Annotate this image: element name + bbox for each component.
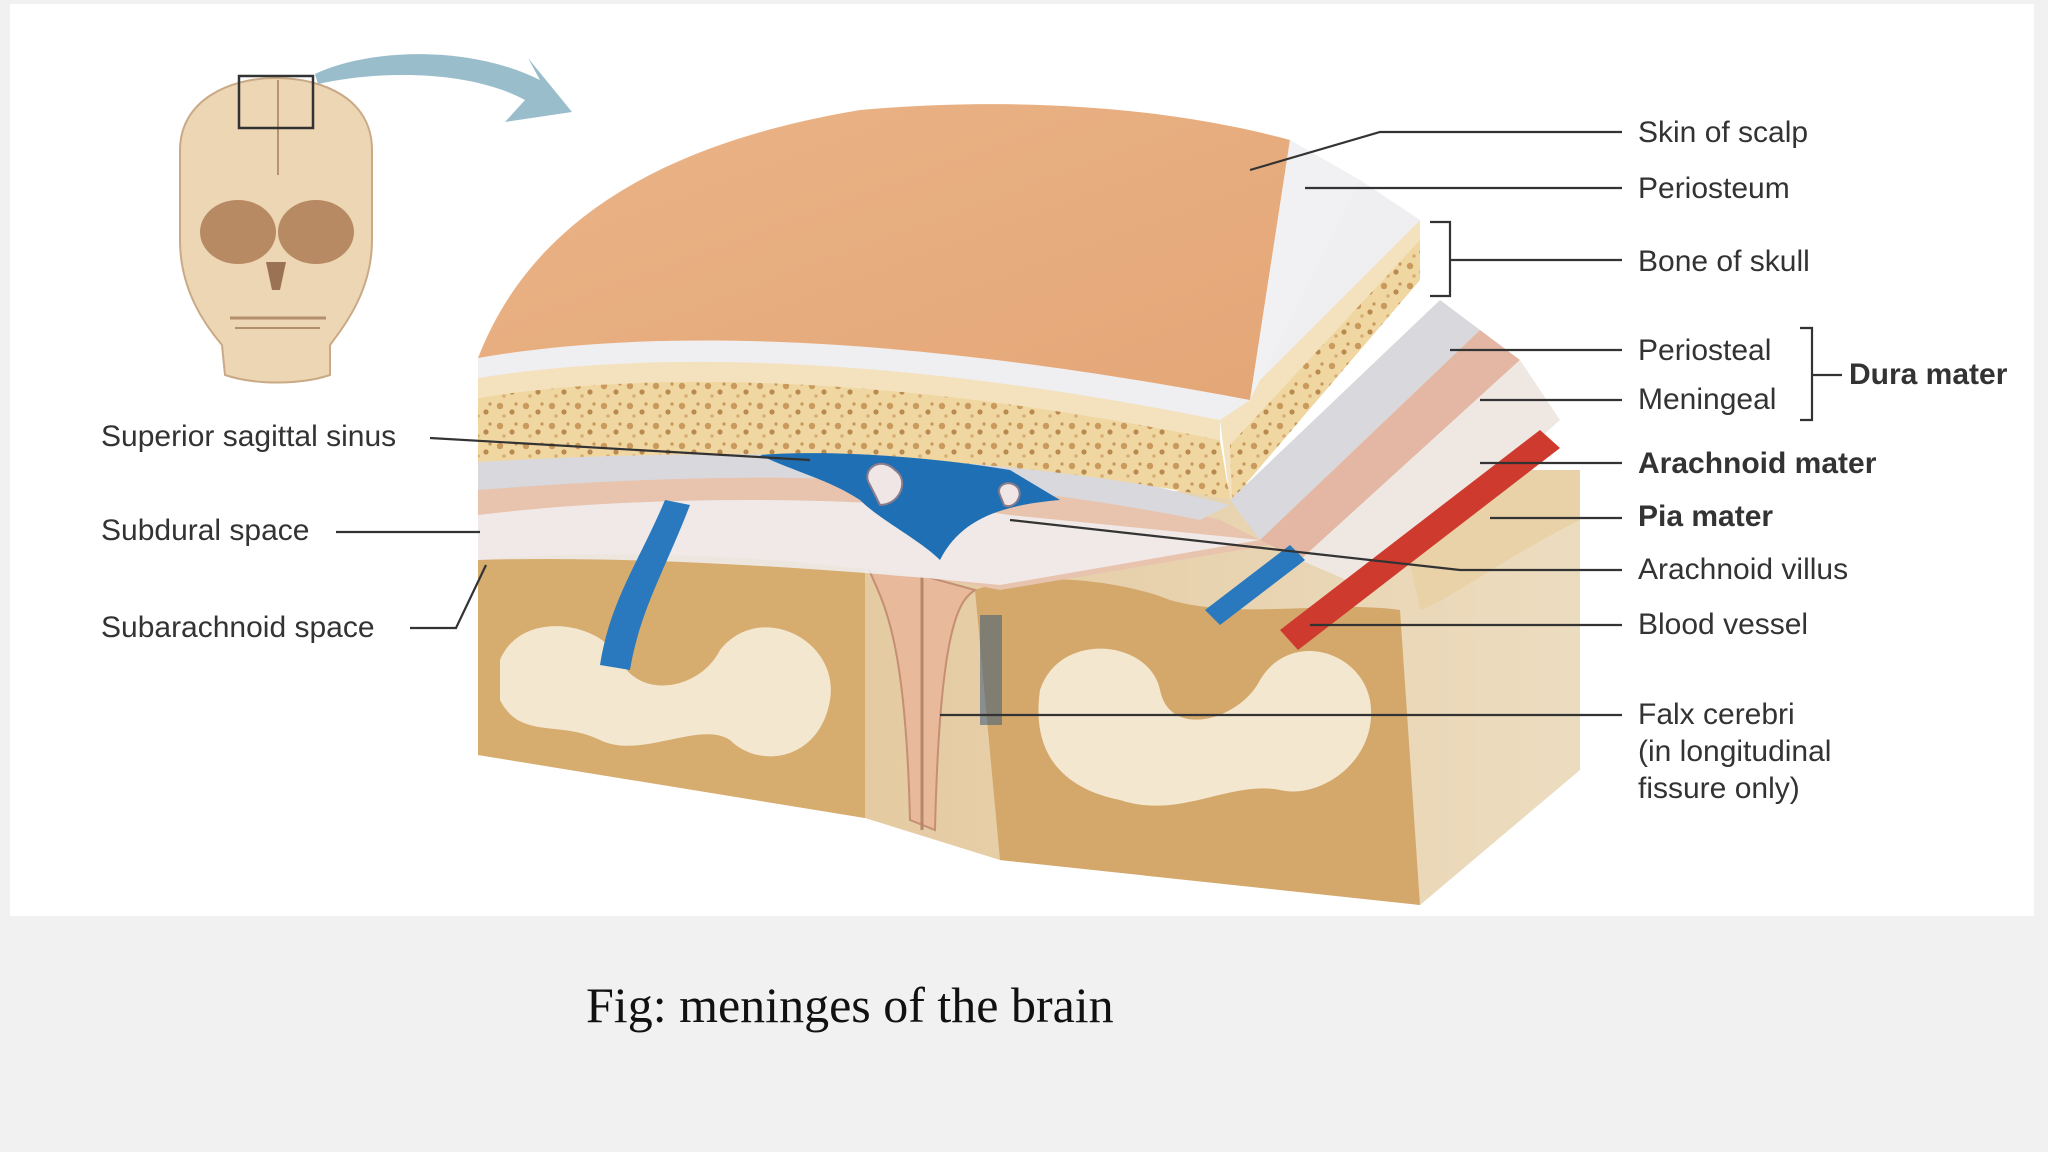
curved-arrow-icon	[315, 54, 572, 122]
label-falx-cerebri-line3: fissure only)	[1638, 772, 1800, 805]
label-falx-cerebri: Falx cerebri	[1638, 698, 1795, 731]
label-falx-cerebri-line2: (in longitudinal	[1638, 735, 1832, 768]
label-periosteal: Periosteal	[1638, 334, 1772, 367]
label-periosteum: Periosteum	[1638, 172, 1790, 205]
label-skin-of-scalp: Skin of scalp	[1638, 116, 1809, 149]
brain-block	[478, 470, 1580, 905]
label-dura-mater: Dura mater	[1849, 358, 2008, 391]
blood-vessel-shape	[1280, 430, 1560, 650]
skull-icon	[179, 74, 373, 384]
label-subdural-space: Subdural space	[101, 514, 310, 547]
label-meningeal: Meningeal	[1638, 383, 1777, 416]
label-superior-sagittal-sinus: Superior sagittal sinus	[101, 420, 397, 453]
superior-sagittal-sinus-shape	[760, 453, 1060, 560]
meninges-layers	[478, 104, 1560, 590]
leader-lines	[336, 130, 1842, 717]
label-blood-vessel: Blood vessel	[1638, 608, 1809, 641]
label-pia-mater: Pia mater	[1638, 500, 1774, 533]
figure-caption: Fig: meninges of the brain	[586, 977, 1114, 1033]
label-arachnoid-mater: Arachnoid mater	[1638, 447, 1877, 480]
label-arachnoid-villus: Arachnoid villus	[1638, 553, 1849, 586]
label-subarachnoid-space: Subarachnoid space	[101, 611, 375, 644]
label-bone-of-skull: Bone of skull	[1638, 245, 1810, 278]
